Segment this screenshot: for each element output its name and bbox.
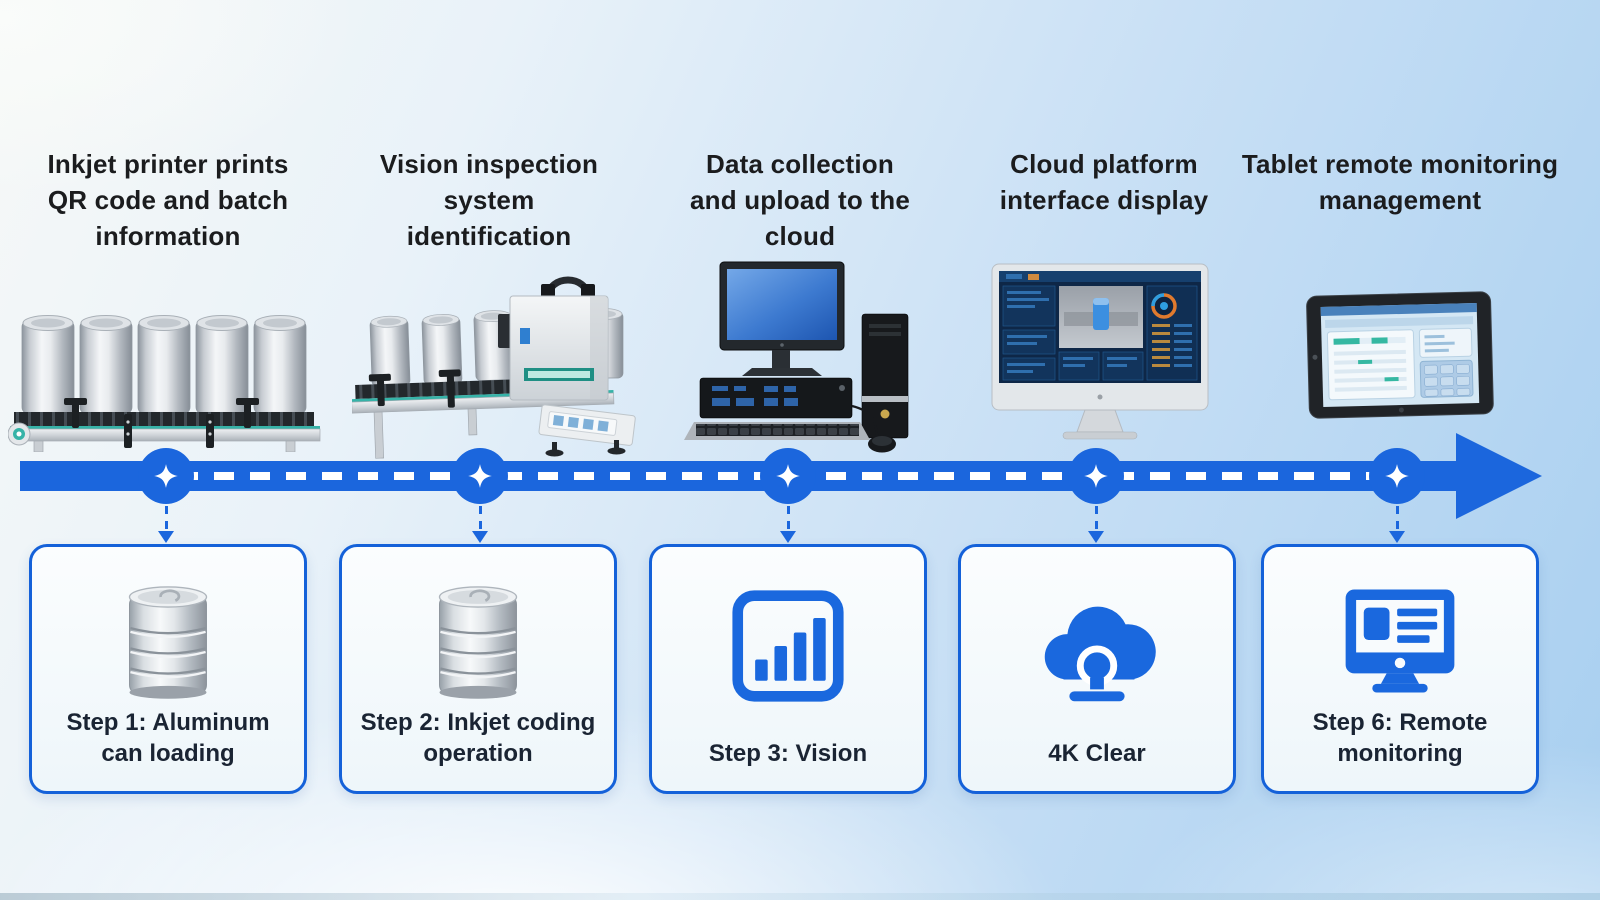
step-card-5: Step 6: Remote monitoring: [1261, 544, 1539, 794]
down-arrow-5: [1389, 506, 1405, 543]
cloud-icon: [1028, 575, 1166, 717]
down-arrow-line: [1094, 506, 1098, 531]
down-arrow-line: [478, 506, 482, 531]
desktop-computer-illustration: [684, 256, 916, 459]
step-card-3: Step 3: Vision: [649, 544, 927, 794]
cans-on-conveyor-illustration: [7, 294, 330, 457]
stage-2-title: Vision inspection system identification: [379, 149, 599, 251]
step-card-1-label: Step 1: Aluminum can loading: [66, 709, 270, 767]
tablet-illustration: [1300, 288, 1500, 431]
step-card-1: Step 1: Aluminum can loading: [29, 544, 307, 794]
down-arrow-line: [786, 506, 790, 531]
step-card-5-label: Step 6: Remote monitoring: [1312, 709, 1488, 767]
sparkle-star-icon: [776, 464, 800, 488]
vision-inspection-illustration: [351, 268, 644, 465]
down-arrow-line: [164, 506, 168, 531]
timeline-arrowhead-icon: [1456, 433, 1542, 519]
down-arrow-1: [158, 506, 174, 543]
down-arrow-2: [472, 506, 488, 543]
vision-inspection-image: [351, 276, 636, 459]
step-card-4: 4K Clear: [958, 544, 1236, 794]
cloud-dashboard-image: [991, 263, 1209, 440]
down-arrow-tip-icon: [780, 531, 796, 543]
sparkle-star-icon: [468, 464, 492, 488]
monitor-icon: [1338, 575, 1462, 707]
down-arrow-line: [1395, 506, 1399, 531]
cans-on-conveyor-image: [7, 315, 321, 453]
sparkle-star-icon: [1385, 464, 1409, 488]
aluminum-can-icon: [423, 575, 533, 707]
aluminum-can-icon: [113, 575, 223, 707]
timeline-node-5: [1369, 448, 1425, 504]
bar-chart-icon: [730, 575, 846, 717]
down-arrow-tip-icon: [472, 531, 488, 543]
down-arrow-3: [780, 506, 796, 543]
timeline-node-1: [138, 448, 194, 504]
desktop-computer-image: [684, 261, 909, 453]
down-arrow-4: [1088, 506, 1104, 543]
cloud-dashboard-monitor-illustration: [984, 260, 1216, 451]
timeline-node-3: [760, 448, 816, 504]
timeline-node-2: [452, 448, 508, 504]
step-card-4-label: 4K Clear: [1048, 740, 1146, 767]
step-card-3-label: Step 3: Vision: [708, 740, 868, 767]
sparkle-star-icon: [154, 464, 178, 488]
stage-5-title: Tablet remote monitoring management: [1241, 149, 1559, 215]
sparkle-star-icon: [1084, 464, 1108, 488]
stage-1-title: Inkjet printer prints QR code and batch …: [47, 149, 289, 251]
down-arrow-tip-icon: [1389, 531, 1405, 543]
step-card-2: Step 2: Inkjet coding operation: [339, 544, 617, 794]
tablet-image: [1306, 291, 1494, 419]
down-arrow-tip-icon: [1088, 531, 1104, 543]
step-card-2-label: Step 2: Inkjet coding operation: [360, 709, 596, 767]
stage-4-title: Cloud platform interface display: [999, 149, 1209, 215]
down-arrow-tip-icon: [158, 531, 174, 543]
bottom-edge-strip: [0, 893, 1600, 900]
timeline-node-4: [1068, 448, 1124, 504]
stage-3-title: Data collection and upload to the cloud: [689, 149, 911, 251]
